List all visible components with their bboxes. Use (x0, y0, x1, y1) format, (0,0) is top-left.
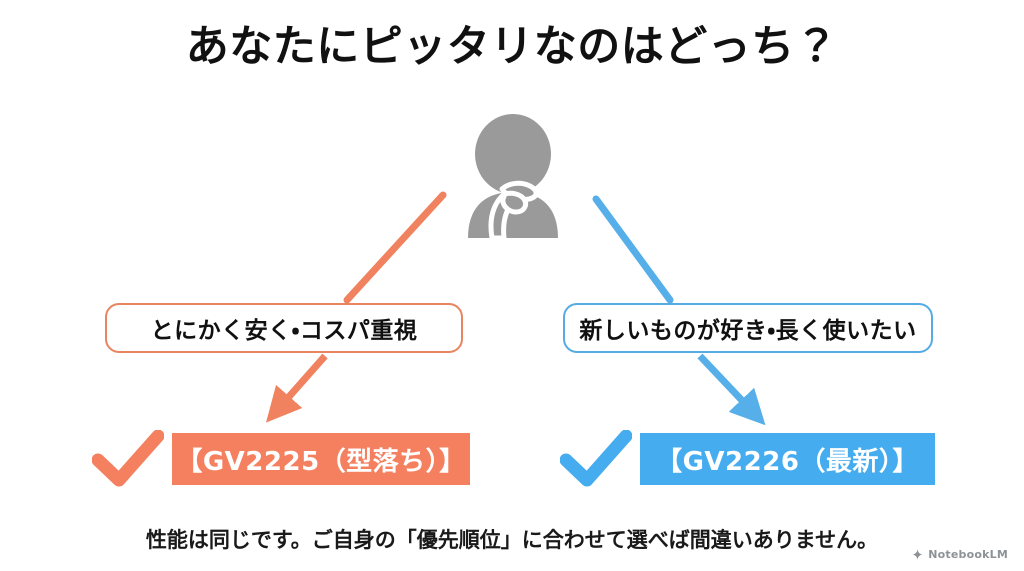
condition-label-right: 新しいものが好き・長く使いたい (579, 318, 917, 344)
result-box-left[interactable]: 【GV2225（型落ち）】 (172, 433, 470, 485)
condition-box-left[interactable]: とにかく安く・コスパ重視 (105, 303, 463, 353)
result-box-right[interactable]: 【GV2226（最新）】 (640, 433, 935, 485)
result-row-right: 【GV2226（最新）】 (560, 430, 935, 488)
notebooklm-logo-icon (912, 548, 924, 561)
footnote-text: 性能は同じです。ご自身の「優先順位」に合わせて選べば間違いありません。 (145, 528, 879, 552)
arrow-left-branch (266, 191, 447, 423)
check-icon-left (92, 430, 164, 487)
page-title: あなたにピッタリなのはどっち？ (185, 22, 839, 72)
watermark-label: NotebookLM (928, 548, 1008, 561)
watermark: NotebookLM (911, 548, 1008, 561)
result-row-left: 【GV2225（型落ち）】 (92, 430, 470, 488)
result-label-left: 【GV2225（型落ち）】 (176, 446, 466, 477)
condition-label-left: とにかく安く・コスパ重視 (150, 318, 418, 344)
result-label-right: 【GV2226（最新）】 (656, 446, 919, 477)
condition-box-right[interactable]: 新しいものが好き・長く使いたい (563, 303, 933, 353)
check-icon-right (560, 430, 632, 487)
thinking-person-icon (458, 110, 568, 241)
